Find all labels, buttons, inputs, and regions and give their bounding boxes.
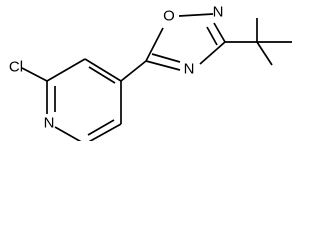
canvas-background (0, 0, 299, 141)
oxadiazole-ring (145, 13, 226, 71)
atom-label-ring-nitrogen-2: N (213, 4, 224, 21)
bond-c6-n1 (54, 126, 82, 141)
bond-c5-c6-inner (87, 119, 115, 136)
bond-c2-c3 (46, 58, 86, 82)
atom-label-chlorine: Cl (9, 59, 23, 76)
chemical-structure-diagram: Cl N O N N (0, 0, 299, 141)
bond-c3-c4 (84, 58, 122, 82)
atom-label-ring-oxygen: O (163, 8, 175, 25)
tert-butyl-group (225, 18, 292, 66)
pyridine-ring (21, 58, 122, 141)
bond-c5-o1 (145, 27, 164, 62)
bond-c3-n4 (199, 41, 226, 65)
atom-label-ring-nitrogen-4: N (184, 61, 195, 78)
bond-n4-c5-inner (151, 53, 181, 63)
bond-cquat-methyl-down (256, 41, 273, 66)
atom-label-pyridine-nitrogen: N (44, 115, 55, 132)
bond-n2-c3 (213, 22, 226, 43)
bond-c2-cl (21, 67, 48, 82)
bond-c5-c6 (88, 123, 122, 141)
bond-pyridine-oxadiazole (120, 60, 147, 82)
bond-n4-c5 (145, 60, 181, 71)
bond-o1-n2 (178, 13, 214, 17)
bond-n2-c3-inner (206, 26, 218, 46)
bond-c4-c3-inner (88, 66, 116, 84)
